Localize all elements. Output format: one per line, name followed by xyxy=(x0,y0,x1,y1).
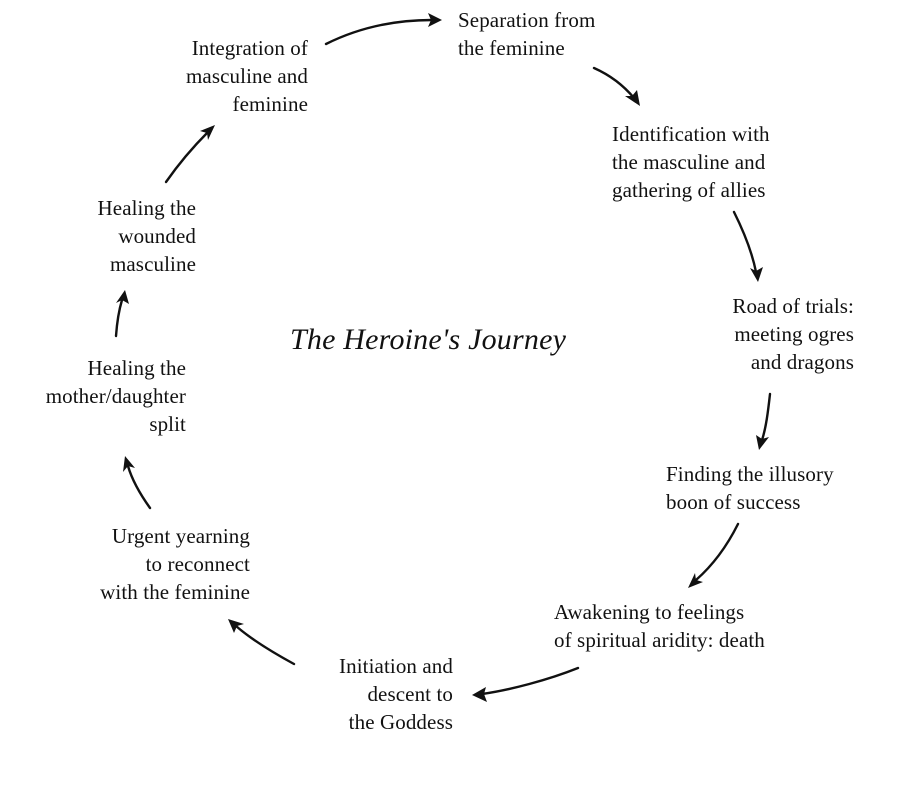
stage-initiation-descent: Initiation and descent to the Goddess xyxy=(339,654,453,734)
arrow-integration-to-separation xyxy=(324,13,442,46)
arrow-mother-daughter-to-masculine xyxy=(114,290,129,338)
arrow-road-to-boon xyxy=(756,392,772,450)
stage-road-of-trials: Road of trials: meeting ogres and dragon… xyxy=(732,294,854,374)
arrow-identification-to-road xyxy=(732,210,763,282)
arrow-separation-to-identification xyxy=(592,66,640,106)
diagram-title: The Heroine's Journey xyxy=(290,323,567,356)
arrow-boon-to-awakening xyxy=(688,522,740,588)
stage-separation-from-feminine: Separation from the feminine xyxy=(458,8,596,60)
stage-illusory-boon: Finding the illusory boon of success xyxy=(666,462,834,514)
arrow-yearning-to-mother-daughter xyxy=(123,456,152,510)
arrow-awakening-to-initiation xyxy=(472,666,580,702)
arrow-initiation-to-yearning xyxy=(228,619,296,666)
stage-awakening-spiritual-aridity: Awakening to feelings of spiritual aridi… xyxy=(554,600,765,652)
stage-identification-with-masculine: Identification with the masculine and ga… xyxy=(612,122,770,202)
stage-healing-wounded-masculine: Healing the wounded masculine xyxy=(97,196,196,276)
stage-integration: Integration of masculine and feminine xyxy=(185,36,308,116)
arrow-masculine-to-integration xyxy=(164,125,215,184)
stage-healing-mother-daughter: Healing the mother/daughter split xyxy=(45,356,186,436)
stage-urgent-yearning: Urgent yearning to reconnect with the fe… xyxy=(100,524,250,604)
